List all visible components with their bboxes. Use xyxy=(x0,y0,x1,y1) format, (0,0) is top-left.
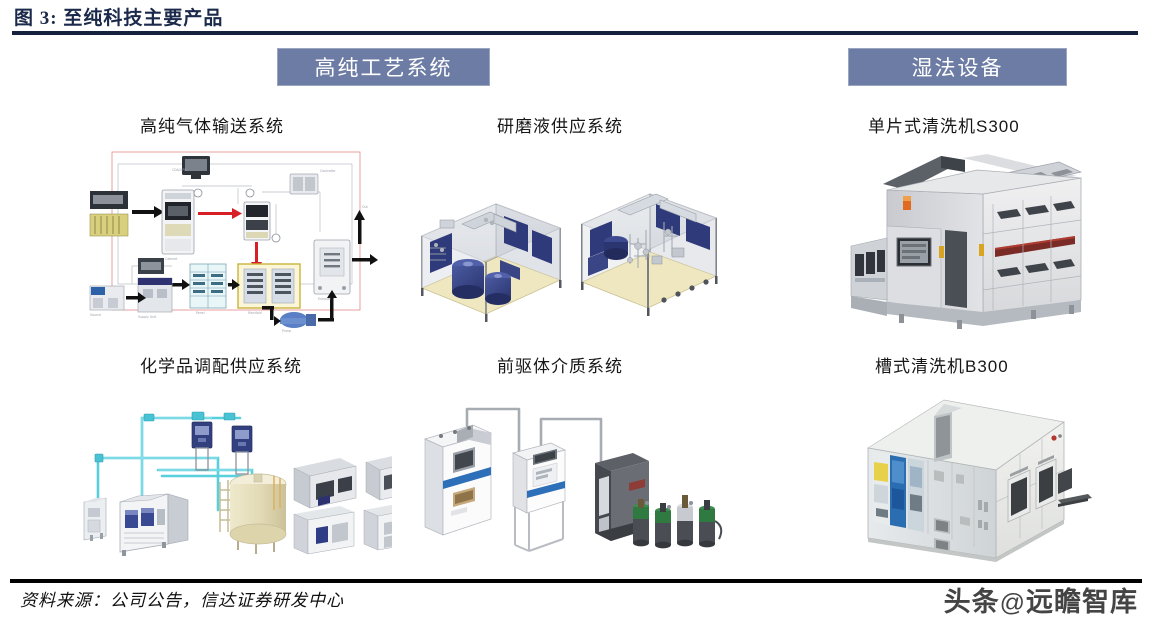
section-banner-high-purity-process-system: 高纯工艺系统 xyxy=(277,48,490,86)
product-image-chemical-distribution-system xyxy=(62,390,392,565)
svg-text:Exhaust: Exhaust xyxy=(318,297,332,301)
svg-text:Cabinet: Cabinet xyxy=(165,257,178,261)
svg-text:Source: Source xyxy=(90,313,101,317)
svg-text:Supply Unit: Supply Unit xyxy=(138,315,157,319)
watermark-brand: 头条 xyxy=(943,587,1000,617)
footer-divider xyxy=(10,579,1142,583)
product-caption-chemical-supply: 化学品调配供应系统 xyxy=(140,357,302,376)
page-title: 图 3: 至纯科技主要产品 xyxy=(14,8,224,29)
svg-text:Controller: Controller xyxy=(320,169,336,173)
svg-text:Manifold: Manifold xyxy=(248,311,262,315)
product-caption-s300: 单片式清洗机S300 xyxy=(868,117,1020,136)
product-image-batch-cleaner-b300 xyxy=(848,392,1120,567)
watermark-at-symbol: @ xyxy=(999,589,1026,617)
product-image-precursor-media-system xyxy=(395,395,730,565)
product-caption-gas-delivery: 高纯气体输送系统 xyxy=(140,117,284,136)
section-banner-right-label: 湿法设备 xyxy=(911,57,1004,80)
product-caption-slurry-supply: 研磨液供应系统 xyxy=(497,117,623,136)
title-divider xyxy=(12,31,1138,35)
product-image-slurry-supply-system xyxy=(400,160,740,340)
product-image-single-wafer-cleaner-s300 xyxy=(845,150,1120,340)
section-banner-left-label: 高纯工艺系统 xyxy=(314,57,453,80)
product-caption-precursor: 前驱体介质系统 xyxy=(497,357,623,376)
product-caption-b300: 槽式清洗机B300 xyxy=(875,357,1009,376)
svg-text:CDA/UPW: CDA/UPW xyxy=(172,168,188,172)
source-note: 资料来源：公司公告，信达证券研发中心 xyxy=(20,591,344,610)
watermark-name: 远瞻智库 xyxy=(1026,587,1138,617)
svg-text:Pump: Pump xyxy=(282,329,291,333)
svg-text:Out: Out xyxy=(362,205,369,209)
watermark: 头条@远瞻智库 xyxy=(944,580,1138,619)
svg-text:Panel: Panel xyxy=(196,311,205,315)
section-banner-wet-process-equipment: 湿法设备 xyxy=(848,48,1067,86)
product-image-gas-delivery-system: CDA/UPW Controller Cabinet Manifold Exha… xyxy=(62,146,392,336)
